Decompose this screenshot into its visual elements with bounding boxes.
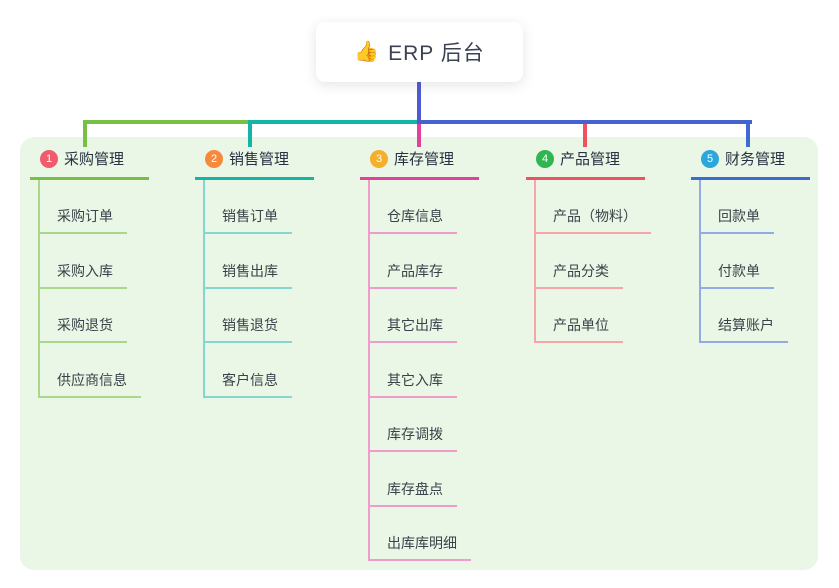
- background-panel: [20, 137, 818, 570]
- branch-1-title[interactable]: 采购管理: [64, 151, 125, 168]
- branch-5-title[interactable]: 财务管理: [725, 151, 786, 168]
- branch-3-child-7-underline: [368, 559, 471, 561]
- branch-2-child-2-underline: [203, 287, 292, 289]
- branch-5-child-1-underline: [699, 232, 774, 234]
- branch-3-child-2-underline: [368, 287, 457, 289]
- branch-1-child-2[interactable]: 采购入库: [57, 263, 113, 279]
- branch-3-child-6[interactable]: 库存盘点: [387, 481, 443, 497]
- branch-4-child-3[interactable]: 产品单位: [553, 317, 609, 333]
- branch-2-child-2[interactable]: 销售出库: [222, 263, 278, 279]
- branch-2-underline: [195, 177, 314, 180]
- branch-3-underline: [360, 177, 479, 180]
- branch-2-child-3[interactable]: 销售退货: [222, 317, 278, 333]
- branch-2-child-4-underline: [203, 396, 292, 398]
- branch-5-child-2[interactable]: 付款单: [718, 263, 760, 279]
- trunk-segment-left-green: [83, 120, 252, 124]
- branch-4-child-1-underline: [534, 232, 651, 234]
- branch-3-title[interactable]: 库存管理: [394, 151, 455, 168]
- root-node[interactable]: 👍 ERP 后台: [316, 22, 523, 82]
- branch-4-drop-line: [583, 120, 587, 147]
- branch-1-child-3-underline: [38, 341, 127, 343]
- branch-3-child-4[interactable]: 其它入库: [387, 372, 443, 388]
- root-label: ERP 后台: [388, 42, 485, 65]
- branch-3-child-4-underline: [368, 396, 457, 398]
- branch-2-number-badge: 2: [205, 150, 223, 168]
- branch-5-child-3[interactable]: 结算账户: [718, 317, 774, 333]
- branch-3-children-trunk-line: [368, 180, 370, 561]
- branch-3-child-2[interactable]: 产品库存: [387, 263, 443, 279]
- trunk-segment-left-teal: [248, 120, 421, 124]
- branch-3-child-6-underline: [368, 505, 457, 507]
- branch-1-child-4-underline: [38, 396, 141, 398]
- branch-5-child-1[interactable]: 回款单: [718, 208, 760, 224]
- branch-5-child-3-underline: [699, 341, 788, 343]
- branch-3-child-7[interactable]: 出库库明细: [387, 535, 457, 551]
- branch-2-title[interactable]: 销售管理: [229, 151, 290, 168]
- branch-5-underline: [691, 177, 810, 180]
- branch-3-child-5[interactable]: 库存调拨: [387, 426, 443, 442]
- branch-1-child-3[interactable]: 采购退货: [57, 317, 113, 333]
- branch-3-number-badge: 3: [370, 150, 388, 168]
- branch-1-child-1[interactable]: 采购订单: [57, 208, 113, 224]
- branch-1-drop-line: [83, 120, 87, 147]
- branch-4-child-2[interactable]: 产品分类: [553, 263, 609, 279]
- branch-1-number-badge: 1: [40, 150, 58, 168]
- branch-2-child-4[interactable]: 客户信息: [222, 372, 278, 388]
- trunk-segment-right-blue: [417, 120, 752, 124]
- branch-1-children-trunk-line: [38, 180, 40, 398]
- branch-4-number-badge: 4: [536, 150, 554, 168]
- branch-3-drop-line: [417, 120, 421, 147]
- branch-1-child-1-underline: [38, 232, 127, 234]
- branch-5-children-trunk-line: [699, 180, 701, 343]
- branch-2-child-1-underline: [203, 232, 292, 234]
- branch-4-title[interactable]: 产品管理: [560, 151, 621, 168]
- branch-2-children-trunk-line: [203, 180, 205, 398]
- branch-3-child-1-underline: [368, 232, 457, 234]
- root-connector-line: [417, 82, 421, 124]
- branch-3-child-3[interactable]: 其它出库: [387, 317, 443, 333]
- branch-4-child-1[interactable]: 产品（物料）: [553, 208, 637, 224]
- branch-4-underline: [526, 177, 645, 180]
- thumbs-up-icon: 👍: [354, 41, 380, 63]
- branch-2-child-1[interactable]: 销售订单: [222, 208, 278, 224]
- branch-1-child-2-underline: [38, 287, 127, 289]
- branch-3-child-1[interactable]: 仓库信息: [387, 208, 443, 224]
- branch-2-child-3-underline: [203, 341, 292, 343]
- branch-4-child-3-underline: [534, 341, 623, 343]
- branch-1-child-4[interactable]: 供应商信息: [57, 372, 127, 388]
- branch-5-child-2-underline: [699, 287, 774, 289]
- branch-3-child-5-underline: [368, 450, 457, 452]
- branch-5-drop-line: [746, 120, 750, 147]
- branch-2-drop-line: [248, 120, 252, 147]
- branch-1-underline: [30, 177, 149, 180]
- branch-5-number-badge: 5: [701, 150, 719, 168]
- branch-3-child-3-underline: [368, 341, 457, 343]
- branch-4-child-2-underline: [534, 287, 623, 289]
- branch-4-children-trunk-line: [534, 180, 536, 343]
